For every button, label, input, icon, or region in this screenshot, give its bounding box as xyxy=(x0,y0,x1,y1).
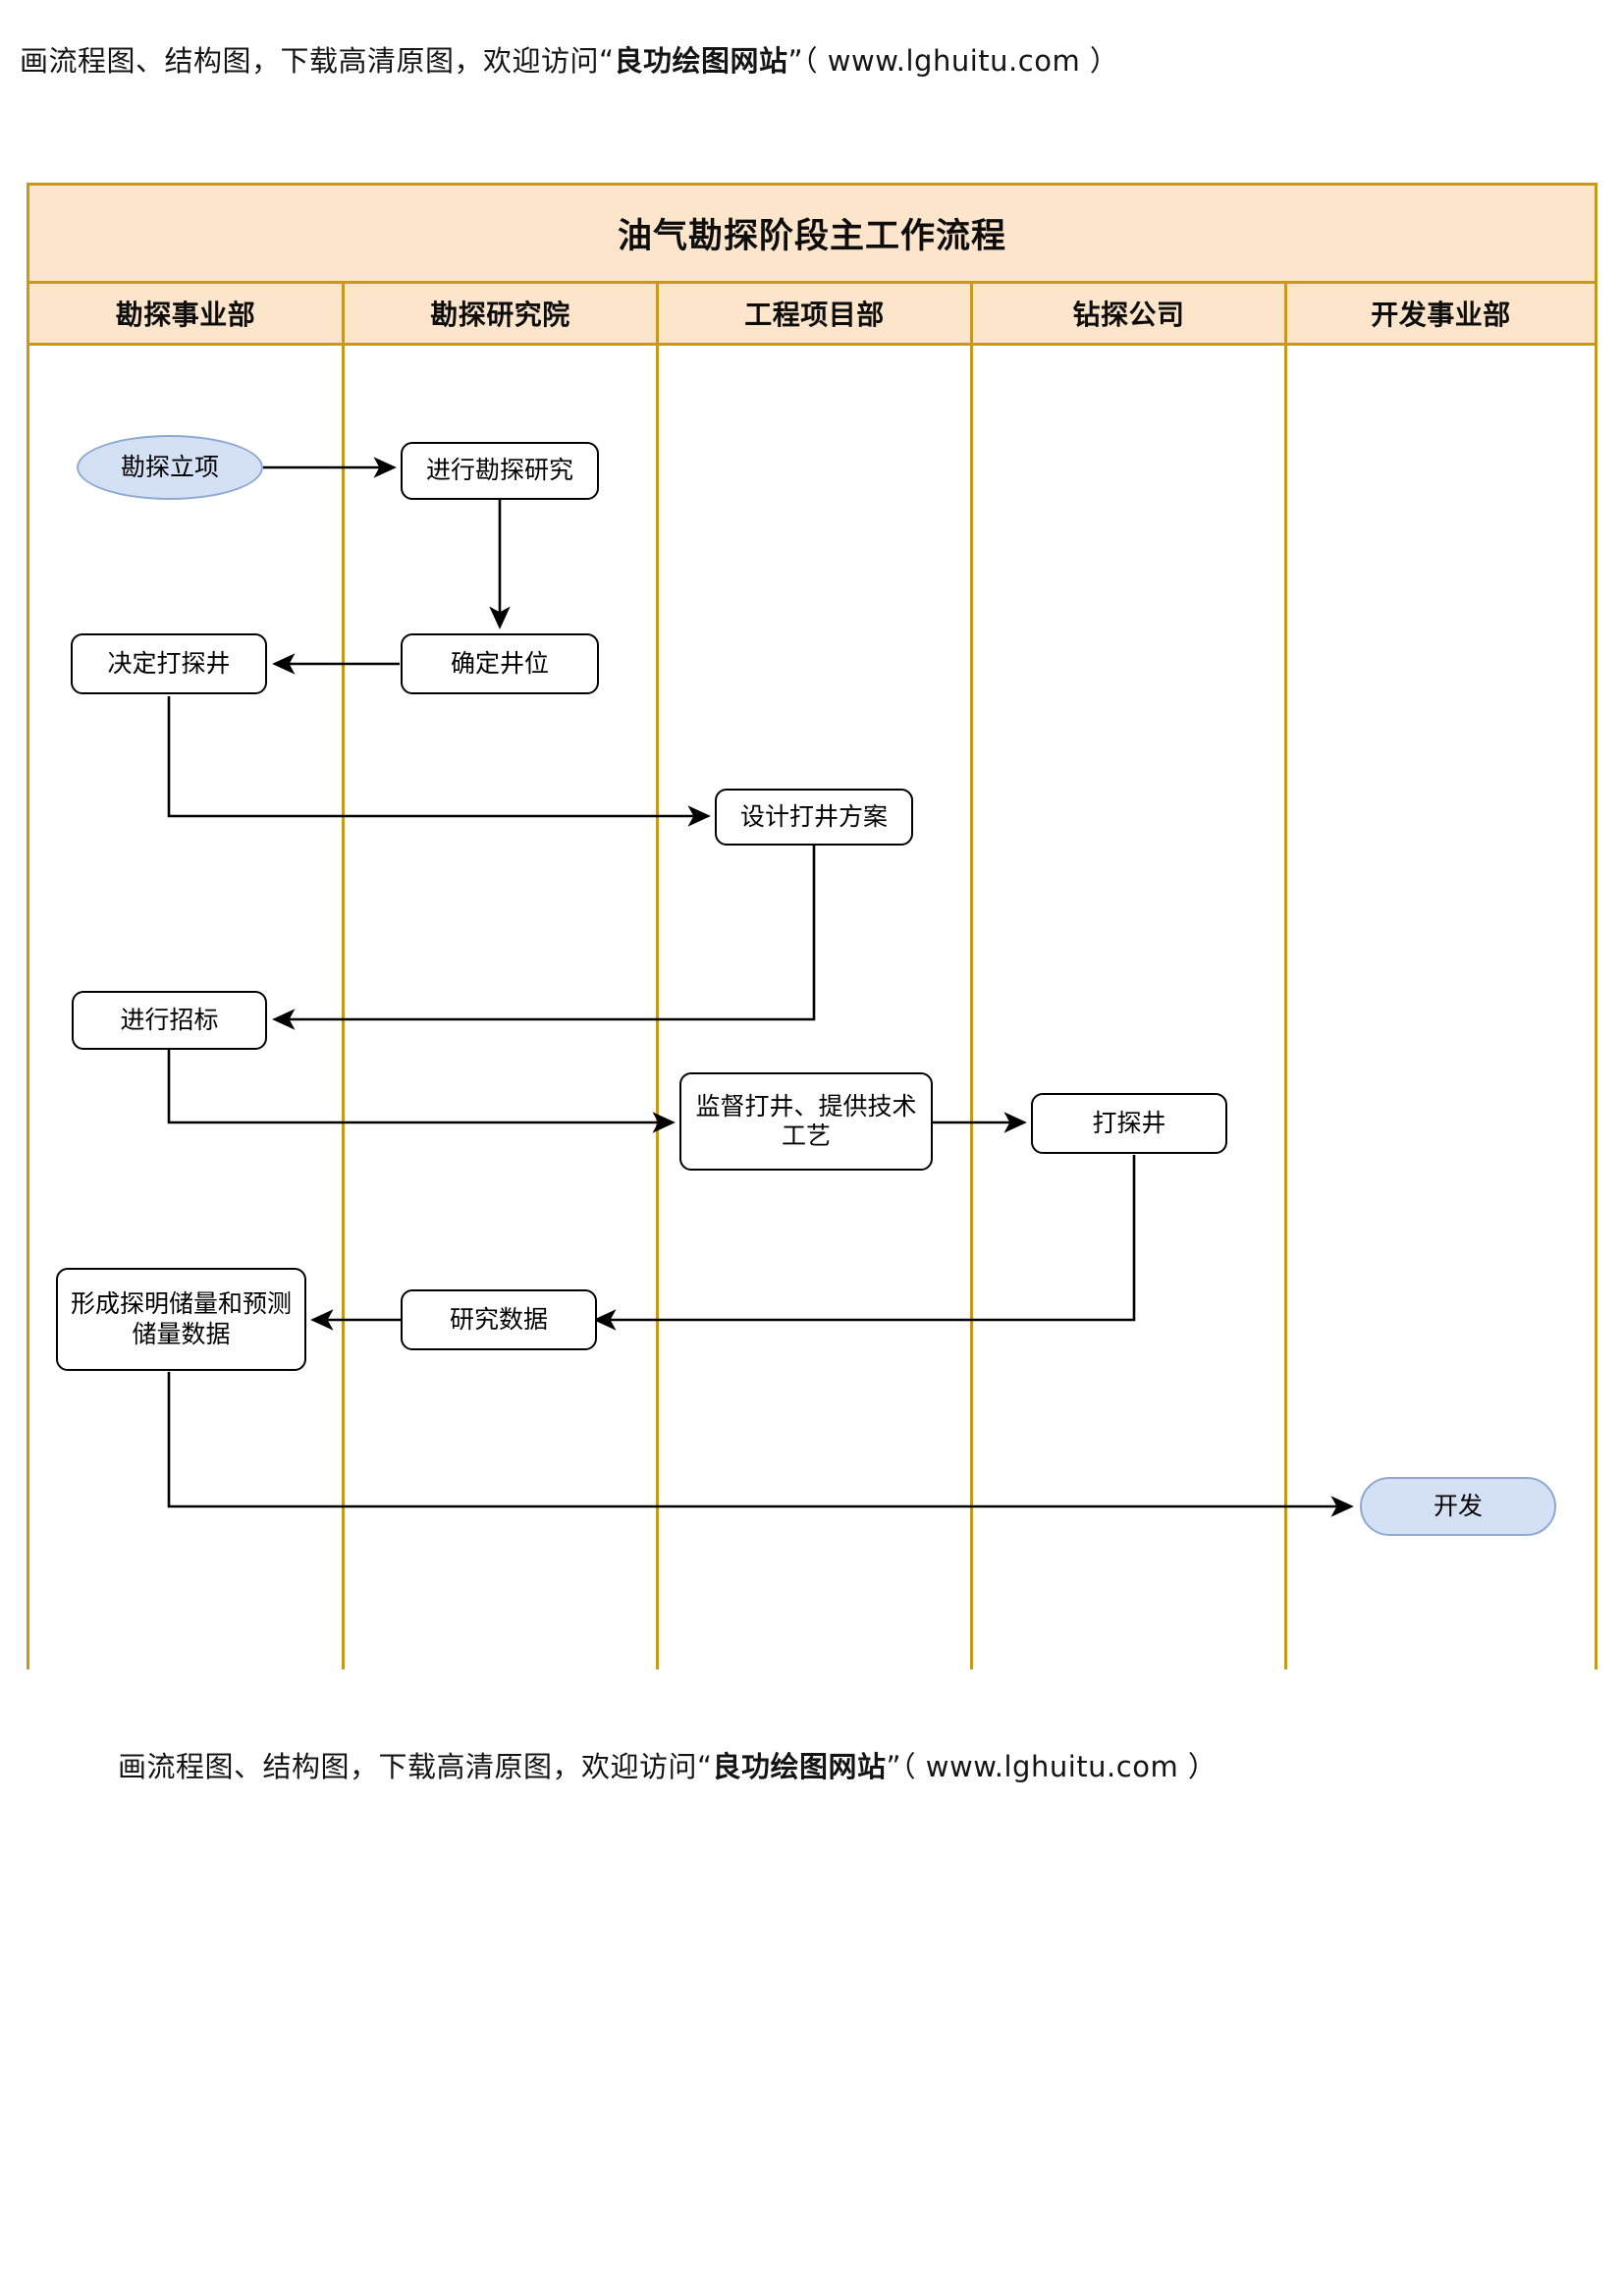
node-conduct-bidding[interactable]: 进行招标 xyxy=(72,991,267,1050)
promo-bottom-prefix: 画流程图、结构图，下载高清原图，欢迎访问“ xyxy=(118,1750,713,1783)
node-supervise-drilling[interactable]: 监督打井、提供技术工艺 xyxy=(679,1072,933,1171)
swimlane-diagram: 油气勘探阶段主工作流程 勘探事业部 勘探研究院 工程项目部 钻探公司 开发事业部 xyxy=(27,183,1597,1669)
lane-divider-3 xyxy=(970,346,973,1669)
node-decide-drill-well[interactable]: 决定打探井 xyxy=(71,633,267,694)
lane-header-engineering-project: 工程项目部 xyxy=(659,284,973,343)
lane-header-row: 勘探事业部 勘探研究院 工程项目部 钻探公司 开发事业部 xyxy=(29,284,1595,346)
node-drill-well[interactable]: 打探井 xyxy=(1031,1093,1227,1154)
node-determine-well-site[interactable]: 确定井位 xyxy=(401,633,599,694)
node-development[interactable]: 开发 xyxy=(1360,1477,1556,1536)
promo-top-suffix: ”（ www.lghuitu.com ） xyxy=(787,44,1119,78)
lane-divider-4 xyxy=(1284,346,1287,1669)
node-form-reserve-data[interactable]: 形成探明储量和预测储量数据 xyxy=(56,1268,306,1371)
promo-bottom-brand: 良功绘图网站 xyxy=(712,1750,887,1783)
node-design-drill-plan[interactable]: 设计打井方案 xyxy=(715,789,913,846)
lane-divider-2 xyxy=(656,346,659,1669)
diagram-title-row: 油气勘探阶段主工作流程 xyxy=(29,186,1595,284)
lane-header-development-division: 开发事业部 xyxy=(1371,299,1511,331)
diagram-title: 油气勘探阶段主工作流程 xyxy=(617,217,1006,256)
lane-header-exploration-division: 勘探事业部 xyxy=(29,284,345,343)
promo-text-top: 画流程图、结构图，下载高清原图，欢迎访问“良功绘图网站”（ www.lghuit… xyxy=(20,38,1118,80)
lane-header-exploration-institute: 勘探研究院 xyxy=(345,284,659,343)
promo-bottom-suffix: ”（ www.lghuitu.com ） xyxy=(886,1750,1218,1783)
lane-divider-1 xyxy=(342,346,345,1669)
node-research-data[interactable]: 研究数据 xyxy=(401,1289,597,1350)
lane-header-drilling-company: 钻探公司 xyxy=(973,284,1287,343)
promo-text-bottom: 画流程图、结构图，下载高清原图，欢迎访问“良功绘图网站”（ www.lghuit… xyxy=(118,1744,1217,1785)
promo-top-brand: 良功绘图网站 xyxy=(614,44,788,78)
node-conduct-research[interactable]: 进行勘探研究 xyxy=(401,442,599,500)
promo-top-prefix: 画流程图、结构图，下载高清原图，欢迎访问“ xyxy=(20,44,615,78)
node-project-initiation[interactable]: 勘探立项 xyxy=(77,435,263,500)
